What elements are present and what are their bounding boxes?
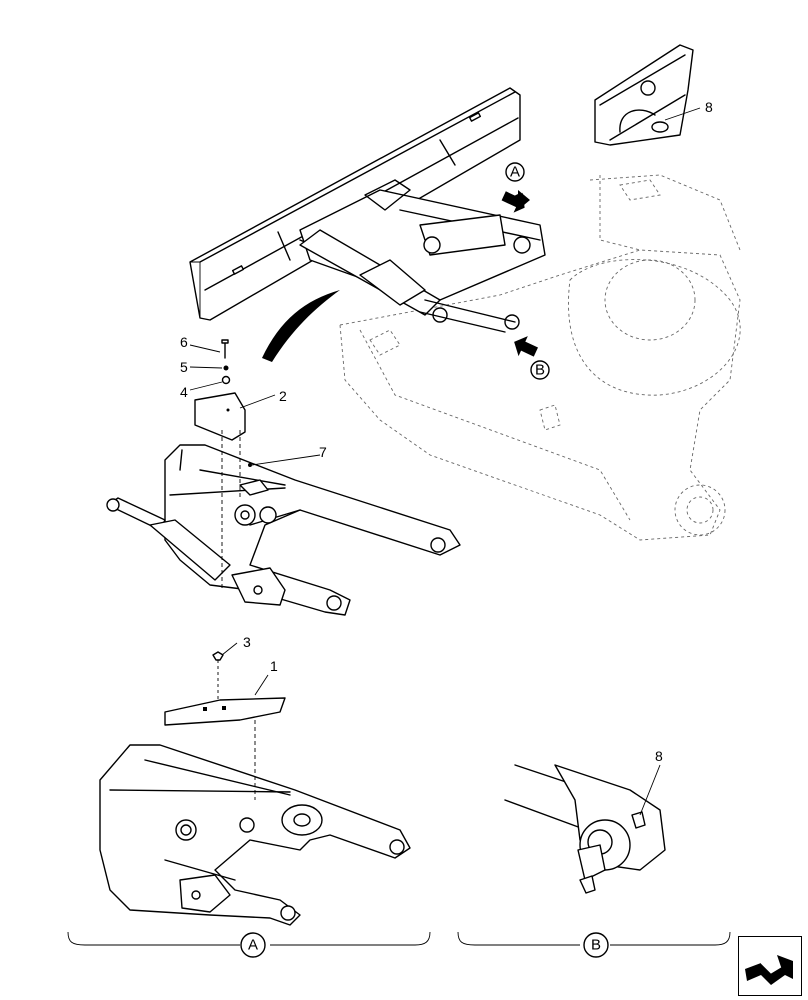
- view-marker-b-bottom: B: [591, 937, 601, 954]
- next-page-arrow-icon[interactable]: [738, 936, 802, 996]
- view-a-brace: [67, 931, 431, 946]
- view-arrow-a: A: [501, 162, 530, 213]
- callout-6: 6: [180, 334, 188, 350]
- view-a-detail: [99, 642, 411, 926]
- view-marker-b-top: B: [535, 362, 545, 379]
- view-marker-b-bottom-group: B: [583, 932, 609, 958]
- curved-arrow-icon: [262, 290, 340, 362]
- callout-7: 7: [319, 444, 327, 460]
- blade-push-frame: [299, 179, 546, 333]
- view-marker-a-top: A: [510, 164, 520, 181]
- callout-2: 2: [279, 388, 287, 404]
- callout-5: 5: [180, 359, 188, 375]
- view-marker-a-bottom: A: [248, 937, 258, 954]
- bracket-detail: [594, 44, 701, 146]
- view-b-detail: [504, 764, 666, 894]
- callout-1: 1: [270, 658, 278, 674]
- bent-arrow-icon: [745, 955, 793, 985]
- cover-plate-2: [194, 392, 276, 441]
- hardware-stack: [189, 339, 231, 391]
- callout-8-bottom: 8: [655, 748, 663, 764]
- view-b-brace: [457, 931, 731, 946]
- undercarriage-frame-outline: [339, 174, 741, 541]
- view-arrow-b: B: [514, 336, 550, 380]
- callout-4: 4: [180, 384, 188, 400]
- push-arm-assembly-middle: [106, 430, 461, 616]
- view-marker-a-bottom-group: A: [240, 932, 266, 958]
- callout-3: 3: [243, 634, 251, 650]
- callout-8-top: 8: [705, 99, 713, 115]
